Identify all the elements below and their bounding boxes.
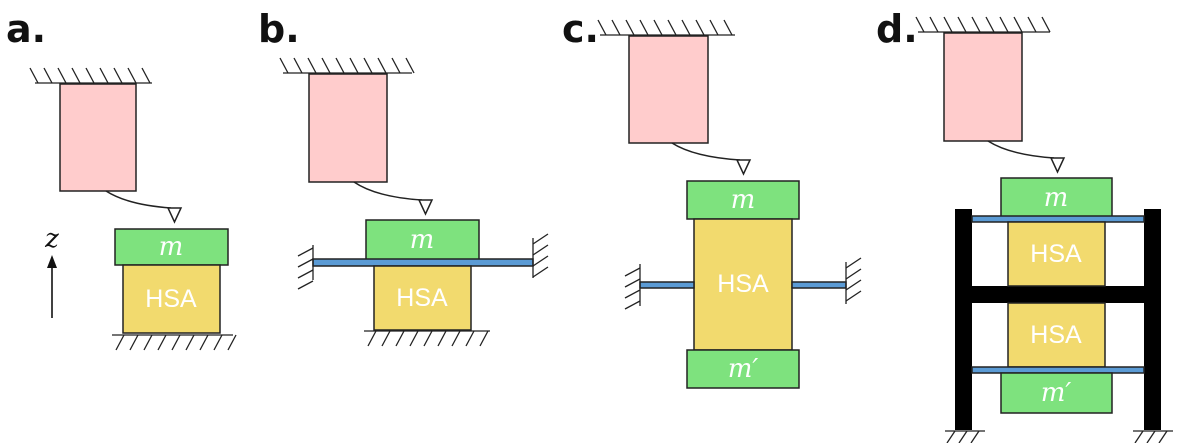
probe-wire (105, 190, 172, 209)
probe-tip-icon (166, 207, 183, 224)
ground-anchor-icon (364, 330, 490, 347)
flexure-left (639, 281, 695, 289)
panel-a: a. m HSA (6, 7, 237, 351)
hsa-label: HSA (396, 284, 448, 312)
ceiling-anchor-icon (597, 19, 735, 36)
hsa-block (693, 218, 793, 351)
bottom-mass-block (1000, 372, 1113, 414)
flexure-beam (312, 258, 534, 267)
mass-label: m (731, 185, 756, 215)
bottom-mass-label: m′ (1041, 378, 1072, 408)
frame-left-post (955, 209, 972, 430)
probe-wire (353, 181, 423, 201)
ceiling-anchor-icon (29, 67, 152, 84)
ground-anchor-left-icon (945, 430, 985, 443)
bottom-mass-block (686, 349, 800, 389)
bottom-mass-label: m′ (728, 354, 759, 384)
ceiling-anchor-icon (915, 16, 1051, 33)
mass-block (686, 180, 800, 220)
panel-b: b. m HSA (258, 7, 549, 347)
actuator-block (628, 35, 709, 144)
mass-label: m (1044, 183, 1069, 213)
panel-d: d. m HSA HSA m′ (876, 7, 1173, 443)
hsa-label: HSA (145, 285, 197, 313)
probe-wire (671, 142, 741, 161)
actuator-block (943, 32, 1023, 142)
panel-label-c: c. (562, 7, 599, 51)
arrow-up-icon (47, 255, 57, 268)
flexure-upper (971, 215, 1145, 223)
hsa-label-upper: HSA (1030, 240, 1082, 268)
mass-label: m (410, 225, 435, 255)
probe-tip-icon (735, 159, 752, 176)
hsa-block (122, 264, 221, 334)
ceiling-anchor-icon (279, 57, 415, 74)
flexure-lower (971, 366, 1145, 374)
panel-label-b: b. (258, 7, 300, 51)
mass-block (365, 219, 480, 261)
flexure-right (791, 281, 847, 289)
hsa-block-lower (1007, 302, 1106, 368)
probe-wire (987, 140, 1055, 159)
hsa-label-lower: HSA (1030, 321, 1082, 349)
hsa-block (373, 265, 472, 331)
mass-label: m (159, 232, 184, 262)
actuator-block (59, 83, 137, 192)
probe-tip-icon (1049, 157, 1066, 174)
frame-crossbar (955, 286, 1161, 303)
probe-tip-icon (417, 199, 434, 216)
panel-c: c. m HSA (562, 7, 862, 389)
panel-label-d: d. (876, 7, 918, 51)
hsa-label: HSA (717, 270, 769, 298)
ground-anchor-icon (112, 334, 237, 351)
ground-anchor-right-icon (1133, 430, 1173, 443)
hsa-block-upper (1007, 221, 1106, 287)
panel-label-a: a. (6, 7, 46, 51)
z-axis-label: z (44, 224, 59, 254)
z-axis: z (44, 224, 59, 318)
actuator-block (308, 73, 388, 183)
frame-right-post (1144, 209, 1161, 430)
